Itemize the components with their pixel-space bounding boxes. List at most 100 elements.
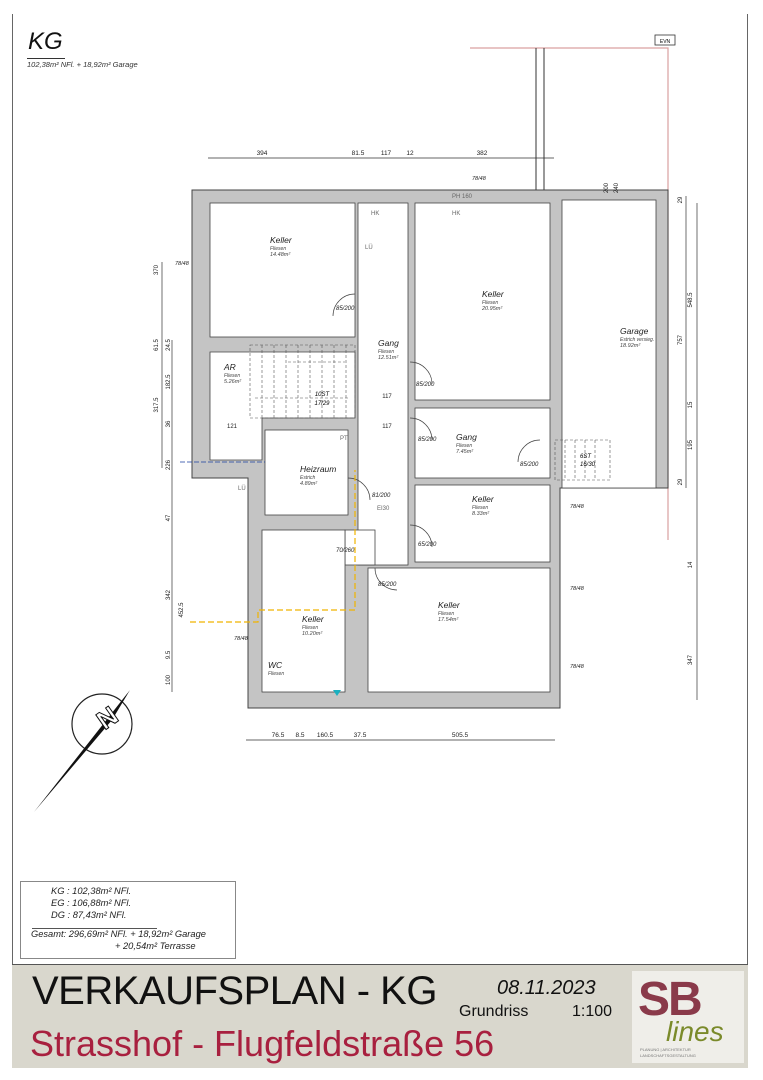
window-size: 78/48 bbox=[570, 664, 585, 670]
dimension-top: 117 bbox=[381, 150, 392, 157]
dimension-inner: 121 bbox=[227, 424, 238, 430]
room-floor-finish: Fliesen bbox=[378, 349, 394, 355]
room-floor-finish: Fliesen bbox=[302, 625, 318, 631]
title-underline bbox=[27, 58, 65, 59]
door-size-label: 85/200 bbox=[418, 437, 437, 443]
door-size-label: 65/200 bbox=[418, 542, 437, 548]
room-area: 4.89m² bbox=[300, 481, 317, 487]
plan-date: 08.11.2023 bbox=[497, 977, 596, 999]
dimension-inner: 117 bbox=[382, 424, 392, 430]
window-type-label: PH 160 bbox=[452, 194, 473, 200]
stair-step-count: 6ST bbox=[580, 454, 592, 460]
room-name: WC bbox=[268, 660, 283, 670]
dimension-left: 452.5 bbox=[179, 602, 185, 618]
staircase bbox=[249, 344, 611, 481]
dimension-top: 81.5 bbox=[352, 150, 365, 157]
room-name: Keller bbox=[438, 600, 461, 610]
room-floor-finish: Estrich versieg. bbox=[620, 337, 654, 343]
room-area: 18.92m² bbox=[620, 343, 640, 349]
svg-text:LANDSCHAFTSGESTALTUNG: LANDSCHAFTSGESTALTUNG bbox=[640, 1053, 696, 1058]
svg-text:PLANUNG | ARCHITEKTUR: PLANUNG | ARCHITEKTUR bbox=[640, 1047, 691, 1052]
dimension-left: 182.5 bbox=[166, 374, 172, 390]
room-area: 17.54m² bbox=[438, 617, 458, 623]
area-summary-box: KG : 102,38m² NFl. EG : 106,88m² NFl. DG… bbox=[20, 881, 236, 959]
door-size-label: 85/200 bbox=[416, 382, 435, 388]
room-floor-finish: Fliesen bbox=[438, 611, 454, 617]
window-size: 78/48 bbox=[570, 586, 585, 592]
door-swings bbox=[332, 293, 541, 591]
title-block: VERKAUFSPLAN - KG Strasshof - Flugfeldst… bbox=[12, 964, 748, 1068]
room-floor-finish: Fliesen bbox=[472, 505, 488, 511]
room-area: 12.51m² bbox=[378, 355, 398, 361]
dimension-right: 757 bbox=[678, 334, 684, 345]
radiator-label: HK bbox=[371, 211, 379, 217]
area-kg: KG : 102,38m² NFl. bbox=[51, 886, 132, 896]
stair-step-count: 10ST bbox=[315, 392, 331, 398]
dimension-bottom: 8.5 bbox=[295, 732, 304, 739]
dimension-right: 195 bbox=[688, 439, 694, 450]
dimension-left: 342 bbox=[166, 589, 172, 600]
evn-label: EVN bbox=[660, 39, 671, 45]
dimension-bottom: 76.5 bbox=[272, 732, 285, 739]
dimension-left: 24.5 bbox=[166, 339, 172, 351]
door-size-label: 85/200 bbox=[336, 306, 355, 312]
north-arrow-icon: N bbox=[34, 690, 133, 812]
room-area: 5.26m² bbox=[224, 379, 241, 385]
dimension-bottom: 505.5 bbox=[452, 732, 469, 739]
area-terrace: + 20,54m² Terrasse bbox=[115, 941, 196, 951]
dimension-left: 61.5 bbox=[154, 339, 160, 351]
room-floor-finish: Fliesen bbox=[268, 671, 284, 677]
dimension-left: 370 bbox=[154, 264, 160, 275]
area-eg: EG : 106,88m² NFl. bbox=[51, 898, 132, 908]
stair-ratio: 17/29 bbox=[314, 401, 330, 407]
dimension-left: 47 bbox=[166, 514, 172, 521]
dimension-left: 226 bbox=[166, 459, 172, 470]
svg-text:lines: lines bbox=[666, 1016, 724, 1047]
room-floor-finish: Fliesen bbox=[456, 443, 472, 449]
door-size-label: 70/260 bbox=[336, 548, 355, 554]
room-floor-finish: Fliesen bbox=[224, 373, 240, 379]
room-floor-finish: Estrich bbox=[300, 475, 316, 481]
room-name: Garage bbox=[620, 326, 649, 336]
room-name: Heizraum bbox=[300, 464, 336, 474]
room-name: Keller bbox=[270, 235, 293, 245]
dimension-left: 317.5 bbox=[154, 397, 160, 413]
dimension-top: 394 bbox=[257, 150, 268, 157]
room-area: 14.48m² bbox=[270, 252, 290, 258]
radiator-label: HK bbox=[452, 211, 460, 217]
area-dg: DG : 87,43m² NFl. bbox=[51, 910, 127, 920]
room-interiors bbox=[209, 199, 657, 693]
room-name: Gang bbox=[378, 338, 399, 348]
vent-label: LÜ bbox=[365, 244, 373, 251]
room-name: Keller bbox=[472, 494, 495, 504]
room-name: Keller bbox=[482, 289, 505, 299]
dimension-left: 100 bbox=[166, 674, 172, 685]
drain-marker bbox=[333, 690, 341, 696]
door-size-label: 85/200 bbox=[520, 462, 539, 468]
vent-label: LÜ bbox=[238, 485, 246, 492]
dimension-right: 15 bbox=[688, 401, 694, 408]
dimension-right: 347 bbox=[688, 654, 694, 665]
fire-door-label: EI30 bbox=[377, 506, 390, 512]
room-area: 7.45m² bbox=[456, 449, 473, 455]
door-size-label: 81/200 bbox=[372, 493, 391, 499]
window-size: 78/48 bbox=[234, 636, 249, 642]
dimension-inner: 200 bbox=[604, 182, 610, 193]
door-size-label: 85/200 bbox=[378, 582, 397, 588]
room-floor-finish: Fliesen bbox=[482, 300, 498, 306]
dimension-right: 29 bbox=[678, 196, 684, 203]
room-area: 8.33m² bbox=[472, 511, 489, 517]
company-logo: SB lines PLANUNG | ARCHITEKTUR LANDSCHAF… bbox=[632, 971, 744, 1063]
dimension-bottom: 160.5 bbox=[317, 732, 334, 739]
room-name: Keller bbox=[302, 614, 325, 624]
summary-divider bbox=[32, 928, 157, 929]
floor-title: KG bbox=[28, 28, 63, 55]
room-floor-finish: Fliesen bbox=[270, 246, 286, 252]
heating-pipe bbox=[190, 470, 356, 623]
dimension-top: 382 bbox=[477, 150, 488, 157]
floor-subtitle: 102,38m² NFl. + 18,92m² Garage bbox=[27, 60, 138, 69]
evn-box bbox=[654, 34, 676, 46]
window-size: 78/48 bbox=[175, 261, 190, 267]
